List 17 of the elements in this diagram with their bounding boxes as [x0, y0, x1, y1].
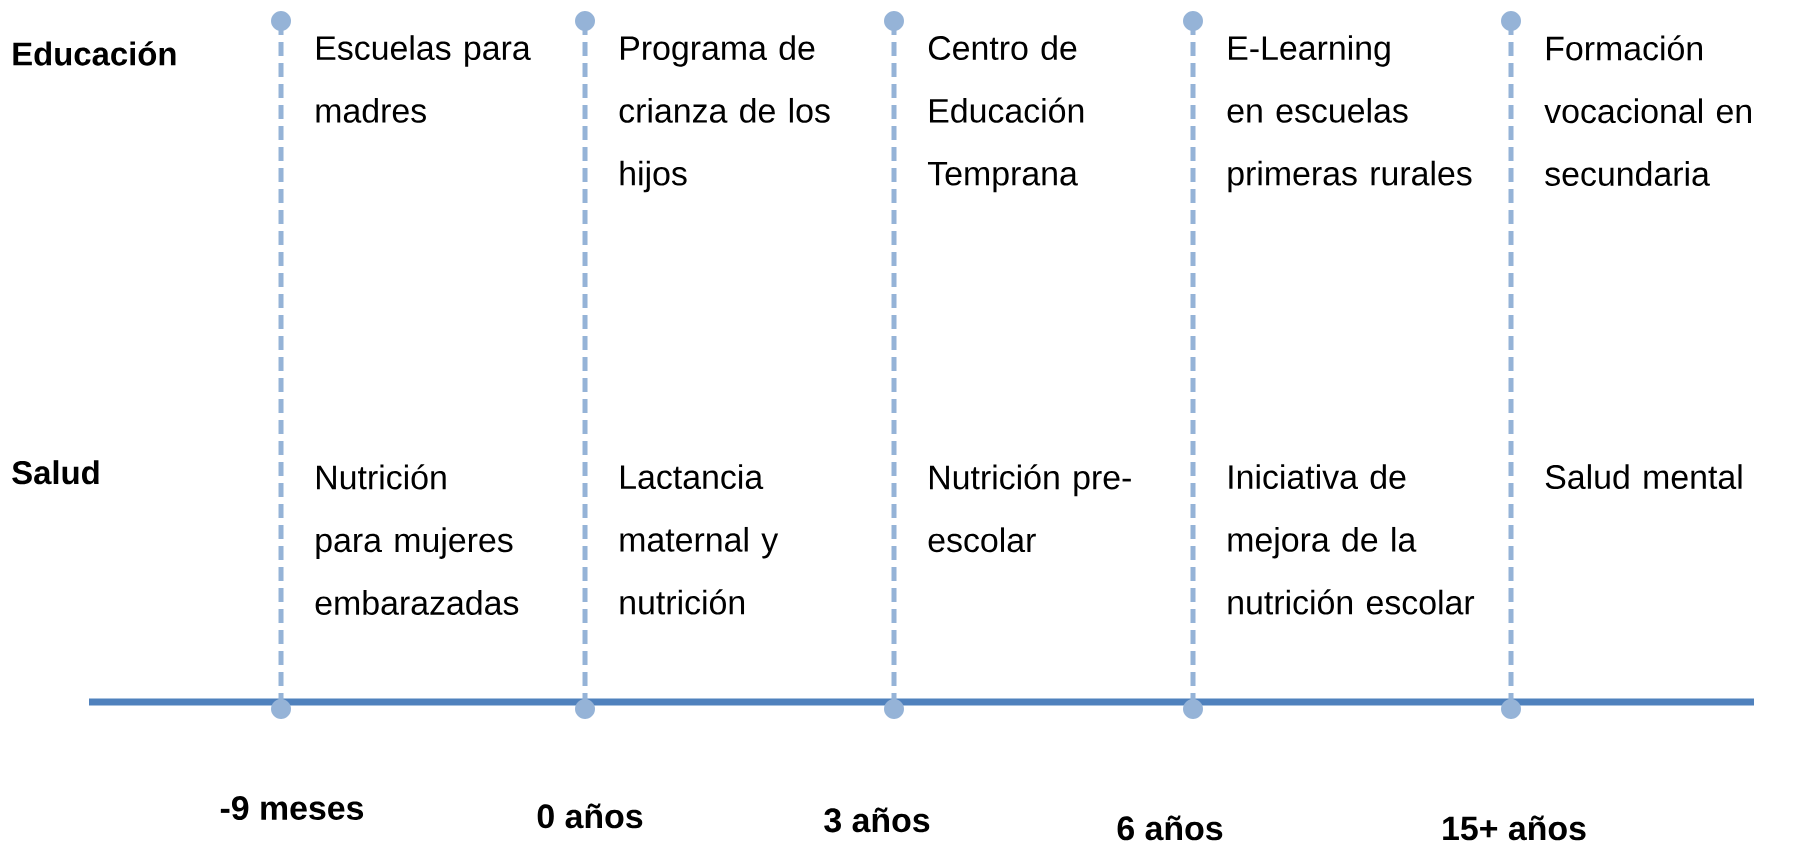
program-text: Iniciativa de mejora de la nutrición escolar [1228, 464, 1475, 615]
program-text: Lactancia maternal y nutrición [620, 464, 779, 615]
program-text: Formación vocacional en secundaria [1544, 35, 1751, 186]
age-label: -9 meses [220, 796, 364, 820]
age-label: 3 años [824, 807, 930, 833]
program-text: Nutrición para mujeres embarazadas [315, 464, 519, 615]
row-label: Salud [12, 460, 99, 485]
program-text: Programa de crianza de los hijos [619, 35, 830, 193]
age-label: 0 años [537, 803, 643, 829]
program-text: Salud mental [1545, 464, 1742, 490]
program-text: E-Learning en escuelas primeras rurales [1227, 35, 1472, 193]
program-text: Nutrición pre-escolar [928, 464, 1131, 553]
program-text: Escuelas para madres [316, 35, 531, 123]
age-label: 15+ años [1443, 815, 1586, 841]
row-label: Educación [13, 41, 176, 66]
age-label: 6 años [1117, 815, 1223, 841]
program-text: Centro de Educación Temprana [928, 35, 1084, 193]
